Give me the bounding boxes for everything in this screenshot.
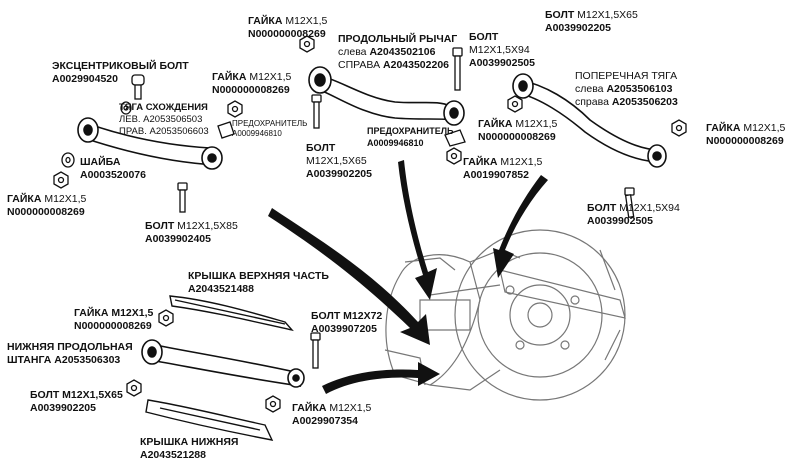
longitudinal-arm-label: ПРОДОЛЬНЫЙ РЫЧАГ слева A2043502106 СПРАВ… <box>338 33 458 71</box>
upper-cover-label: КРЫШКА ВЕРХНЯЯ ЧАСТЬ A2043521488 <box>188 270 329 295</box>
lower-arm-label: НИЖНЯЯ ПРОДОЛЬНАЯ ШТАНГА A2053506303 <box>7 341 133 366</box>
eccentric-bolt-label: ЭКСЦЕНТРИКОВЫЙ БОЛТ A0029904520 <box>52 60 189 85</box>
upper-arm-icon <box>308 66 465 126</box>
toe-link-label: ТЯГА СХОЖДЕНИЯ ЛЕВ. A2053506503 ПРАВ. A2… <box>119 102 209 137</box>
cross-link-label: ПОПЕРЕЧНАЯ ТЯГА слева A2053506103 справа… <box>575 70 678 108</box>
lower-arm-icon <box>141 339 305 388</box>
bolt-lower-label: БОЛТ M12X72 A0039907205 <box>311 310 383 335</box>
guard-left-label: ПРЕДОХРАНИТЕЛЬ A0009946810 <box>232 119 308 138</box>
nut-top-left-label: ГАЙКА M12X1,5 N000000008269 <box>248 15 328 40</box>
guard-center-label: ПРЕДОХРАНИТЕЛЬ A0009946810 <box>367 126 454 148</box>
bolt-center-label: БОЛТ M12X1,5X65 A0039902205 <box>306 142 372 180</box>
nut-icon <box>53 35 687 413</box>
bolt-top-center-label: БОЛТ M12X1,5X94 A0039902505 <box>469 31 535 69</box>
cross-link-icon <box>512 73 667 168</box>
bolt-right-label: БОЛТ M12X1,5X94 A0039902505 <box>587 202 680 227</box>
nut-guard-label: ГАЙКА M12X1,5 A0019907852 <box>463 156 543 181</box>
wheel-hub-icon <box>384 229 626 401</box>
bolt-icon <box>131 47 635 369</box>
nut-lower-left-label: ГАЙКА M12X1,5 N000000008269 <box>74 307 154 332</box>
lower-cover-label: КРЫШКА НИЖНЯЯ A2043521288 <box>140 436 239 461</box>
nut-center-label: ГАЙКА M12X1,5 N000000008269 <box>478 118 558 143</box>
washer-label: ШАЙБА A0003520076 <box>80 156 146 181</box>
nut-lower-label: ГАЙКА M12X1,5 A0029907354 <box>292 402 372 427</box>
nut-mid-left-label: ГАЙКА M12X1,5 N000000008269 <box>212 71 292 96</box>
pointer-arrow-icon <box>268 160 548 394</box>
bolt-top-right-label: БОЛТ M12X1,5X65 A0039902205 <box>545 9 638 34</box>
toe-link-icon <box>77 117 223 170</box>
nut-left-label: ГАЙКА M12X1,5 N000000008269 <box>7 193 87 218</box>
bolt-lower-left-label: БОЛТ M12X1,5X65 A0039902205 <box>30 389 123 414</box>
nut-far-right-label: ГАЙКА M12X1,5 N000000008269 <box>706 122 786 147</box>
bolt-left-label: БОЛТ M12X1,5X85 A0039902405 <box>145 220 238 245</box>
washer-icon <box>61 101 466 168</box>
lower-cover-icon <box>145 399 274 441</box>
upper-cover-icon <box>169 295 294 332</box>
